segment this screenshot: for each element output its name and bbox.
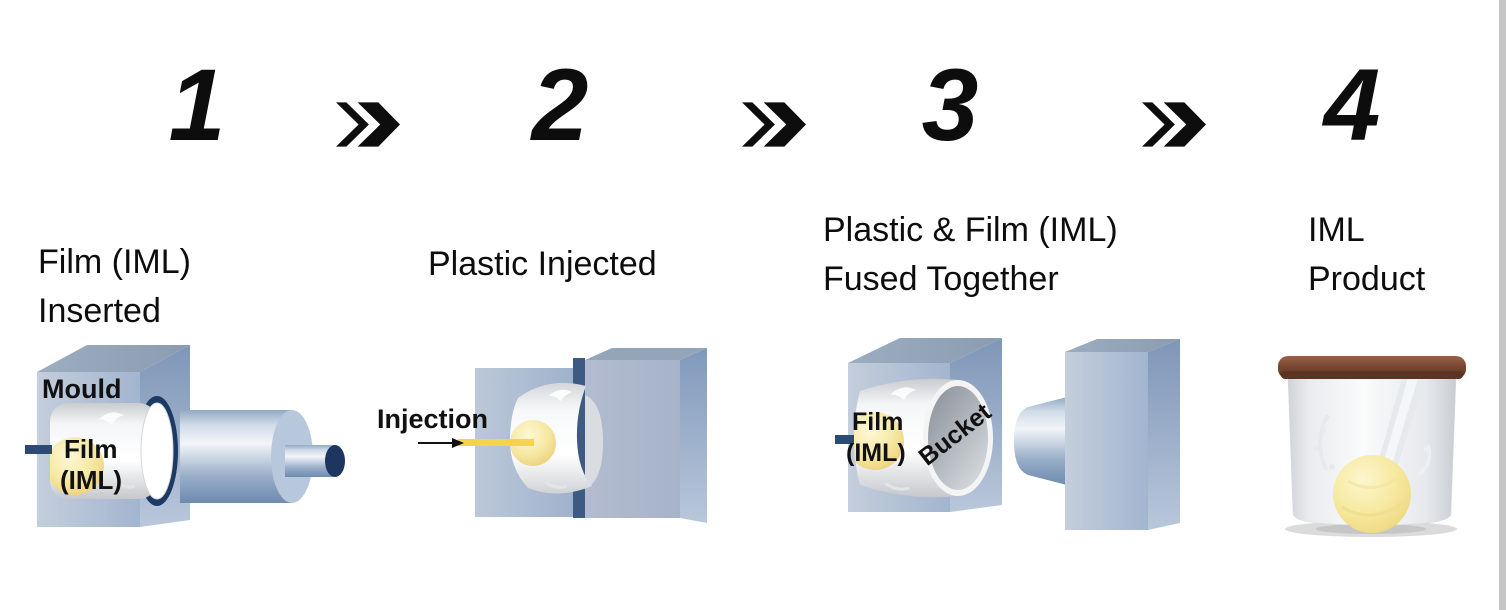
next-step-chevron-icon xyxy=(742,102,806,147)
milk-droplet xyxy=(1313,446,1319,452)
page-edge-strip xyxy=(1499,0,1506,610)
scoop-texture xyxy=(1347,477,1397,489)
step-3-label-line2: Fused Together xyxy=(823,260,1059,298)
step-4-number: 4 xyxy=(1323,48,1381,162)
step-4-label-line1: IML xyxy=(1308,211,1365,249)
film-cylinder xyxy=(50,402,174,500)
mould-label: Mould xyxy=(42,374,121,404)
step-1-number: 1 xyxy=(168,48,226,162)
step-3-fused-illustration: Film (IML) Bucket xyxy=(835,338,1180,530)
milk-splash-decor xyxy=(1318,413,1330,471)
injection-line xyxy=(458,439,534,446)
next-step-chevron-icon xyxy=(336,102,400,147)
step-4-product-illustration xyxy=(1278,356,1466,537)
milk-splash-decor xyxy=(113,478,136,489)
film-label-line1: Film xyxy=(852,408,903,436)
step-4-label-line2: Product xyxy=(1308,260,1426,298)
milk-splash-decor xyxy=(890,387,916,400)
mould-right-half xyxy=(585,348,707,523)
milk-splash-decor xyxy=(1416,444,1432,477)
step-1-label-line1: Film (IML) xyxy=(38,243,191,281)
ice-cream-scoop xyxy=(1333,455,1411,533)
milk-droplet xyxy=(1423,446,1429,452)
plastic-ball xyxy=(50,437,104,495)
milk-splash-decor xyxy=(544,480,568,489)
mould-left-tab xyxy=(25,445,52,454)
mould-left-tab xyxy=(835,435,861,444)
film-label-line1: Film xyxy=(64,434,117,464)
step-2-label: Plastic Injected xyxy=(428,240,657,289)
mould-box xyxy=(37,345,190,527)
core-block xyxy=(1065,339,1180,530)
product-tub xyxy=(1278,356,1466,533)
step-1-label-line2: Inserted xyxy=(38,292,161,330)
barrel-tip xyxy=(325,445,345,477)
step-2-label-line1: Plastic Injected xyxy=(428,245,657,283)
tub-lid-edge xyxy=(1281,371,1463,379)
core-cylinder xyxy=(1014,397,1067,485)
step-2-number: 2 xyxy=(531,48,589,162)
step-4-label: IML Product xyxy=(1308,206,1425,304)
step-1-mould-film-illustration: Mould Film (IML) xyxy=(25,345,345,527)
milk-splash-decor xyxy=(548,389,572,401)
film-label-line2: (IML) xyxy=(60,465,122,495)
fused-bucket xyxy=(854,378,993,498)
step-3-number: 3 xyxy=(921,48,979,162)
plastic-ball xyxy=(854,412,904,470)
next-step-chevron-icon xyxy=(1142,102,1206,147)
milk-droplet xyxy=(1329,464,1335,470)
film-label-line2: (IML) xyxy=(846,439,906,467)
step-3-label: Plastic & Film (IML) Fused Together xyxy=(823,206,1118,304)
injection-label: Injection xyxy=(377,404,488,434)
milk-splash-decor xyxy=(884,481,910,491)
cavity-sliver xyxy=(585,395,603,489)
step-2-injection-illustration: Injection xyxy=(377,348,707,523)
milk-splash-decor xyxy=(98,412,124,425)
injection-arrow-icon xyxy=(418,438,464,448)
scoop-texture xyxy=(1341,501,1403,517)
milk-droplet xyxy=(1320,427,1326,433)
injection-barrel xyxy=(180,410,345,503)
step-1-label: Film (IML) Inserted xyxy=(38,238,191,336)
step-3-label-line1: Plastic & Film (IML) xyxy=(823,211,1118,249)
bucket-opening xyxy=(928,386,988,490)
